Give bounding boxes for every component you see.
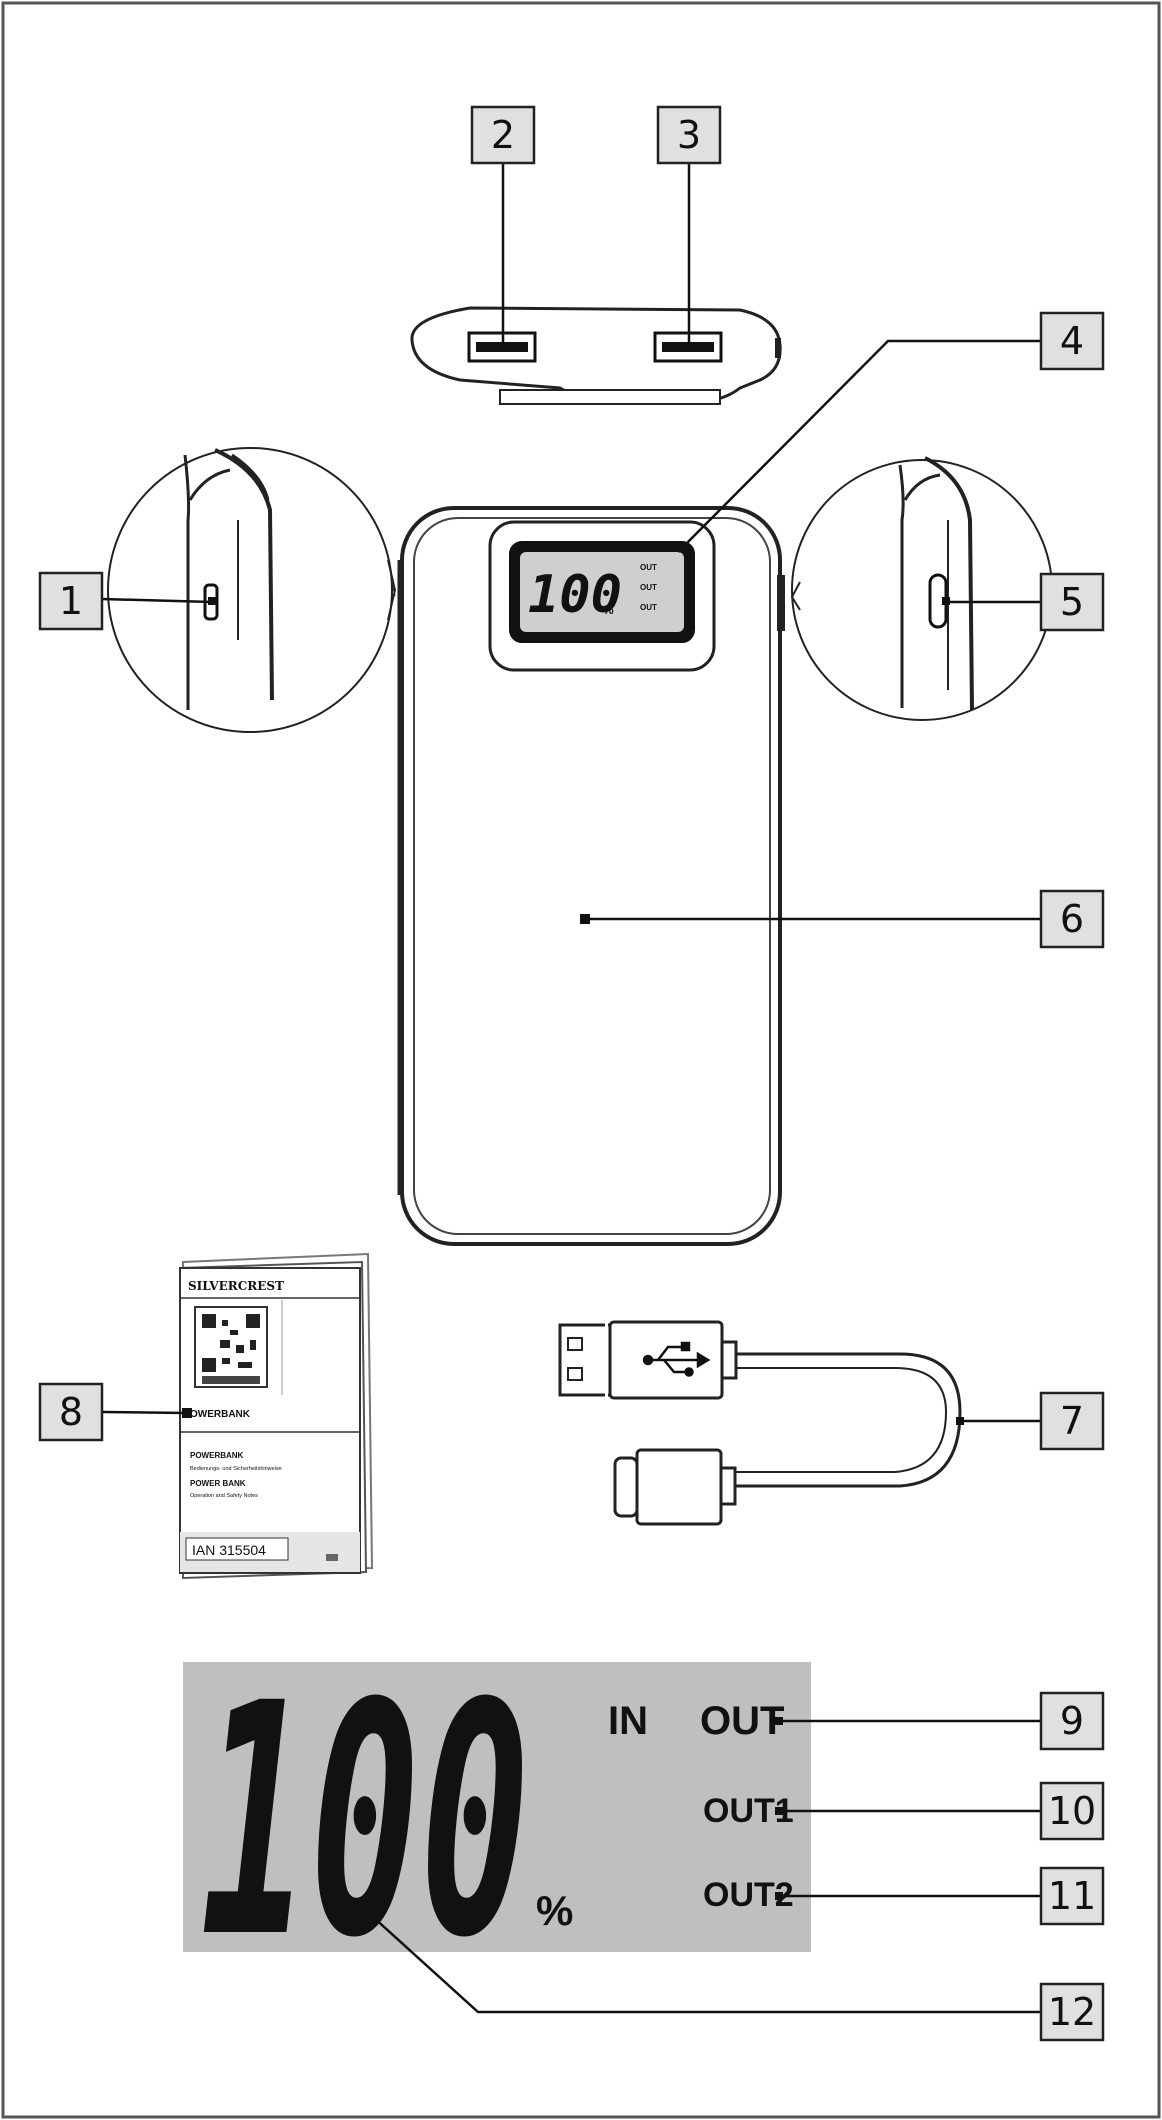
powerbank-top-view	[410, 306, 782, 405]
lcd-out-label: OUT	[700, 1699, 784, 1743]
lcd-percent: %	[536, 1887, 573, 1934]
usb-cable	[558, 1318, 962, 1526]
leader-endpoints	[208, 597, 964, 1920]
usb-c-plug	[613, 1456, 639, 1518]
callout-6: 6	[1039, 889, 1105, 949]
device-lcd-percent: %	[603, 603, 614, 617]
device-lcd-digits: 100	[528, 565, 622, 625]
callout-5: 5	[1039, 572, 1105, 632]
svg-text:12: 12	[1048, 1990, 1096, 2034]
lcd-digits: 100	[200, 1636, 530, 2008]
callout-4: 4	[1039, 311, 1105, 371]
usb-symbol-icon	[642, 1341, 711, 1377]
callout-9: 9	[1039, 1691, 1105, 1751]
svg-text:5: 5	[1060, 580, 1084, 624]
svg-text:1: 1	[59, 579, 83, 623]
zoom-left-micro-usb	[107, 447, 397, 733]
zoom-right-button	[790, 456, 1053, 721]
svg-text:11: 11	[1048, 1874, 1096, 1918]
lcd-detail: 100 % IN OUT OUT1 OUT2	[183, 1636, 811, 2008]
leader-lines	[101, 153, 1041, 2014]
svg-text:2: 2	[491, 113, 515, 157]
lcd-panel	[183, 1662, 811, 1952]
callout-10: 10	[1039, 1781, 1105, 1841]
manual-title-main: OWERBANK	[190, 1409, 251, 1420]
svg-text:6: 6	[1060, 897, 1084, 941]
device-lcd-label-b: OUT	[640, 583, 657, 592]
callout-2: 2	[470, 105, 536, 165]
device-lcd-label-c: OUT	[640, 603, 657, 612]
manual-brand: SILVERCREST	[188, 1279, 284, 1293]
manual-ian: IAN 315504	[192, 1542, 266, 1558]
manual-booklet: SILVERCREST OWERBANK POWERBANK Bedienung…	[178, 1252, 374, 1580]
svg-text:9: 9	[1060, 1699, 1084, 1743]
callout-11: 11	[1039, 1866, 1105, 1926]
svg-text:3: 3	[677, 113, 701, 157]
svg-text:4: 4	[1060, 319, 1084, 363]
lcd-in-label: IN	[608, 1699, 648, 1743]
manual-subtitle-de: Bedienungs- und Sicherheitshinweise	[190, 1466, 282, 1472]
manual-title-en: POWER BANK	[190, 1479, 246, 1488]
svg-text:10: 10	[1048, 1789, 1096, 1833]
svg-text:7: 7	[1060, 1399, 1084, 1443]
manual-subtitle-en: Operation and Safety Notes	[190, 1493, 258, 1499]
device-lcd-label-a: OUT	[640, 563, 657, 572]
callout-1: 1	[38, 571, 104, 631]
powerbank-body: 100 % OUT OUT OUT	[397, 506, 785, 1246]
callout-8: 8	[38, 1382, 104, 1442]
callout-7: 7	[1039, 1391, 1105, 1451]
callout-3: 3	[656, 105, 722, 165]
callout-12: 12	[1039, 1982, 1105, 2042]
svg-text:8: 8	[59, 1390, 83, 1434]
manual-title-de: POWERBANK	[190, 1451, 244, 1460]
